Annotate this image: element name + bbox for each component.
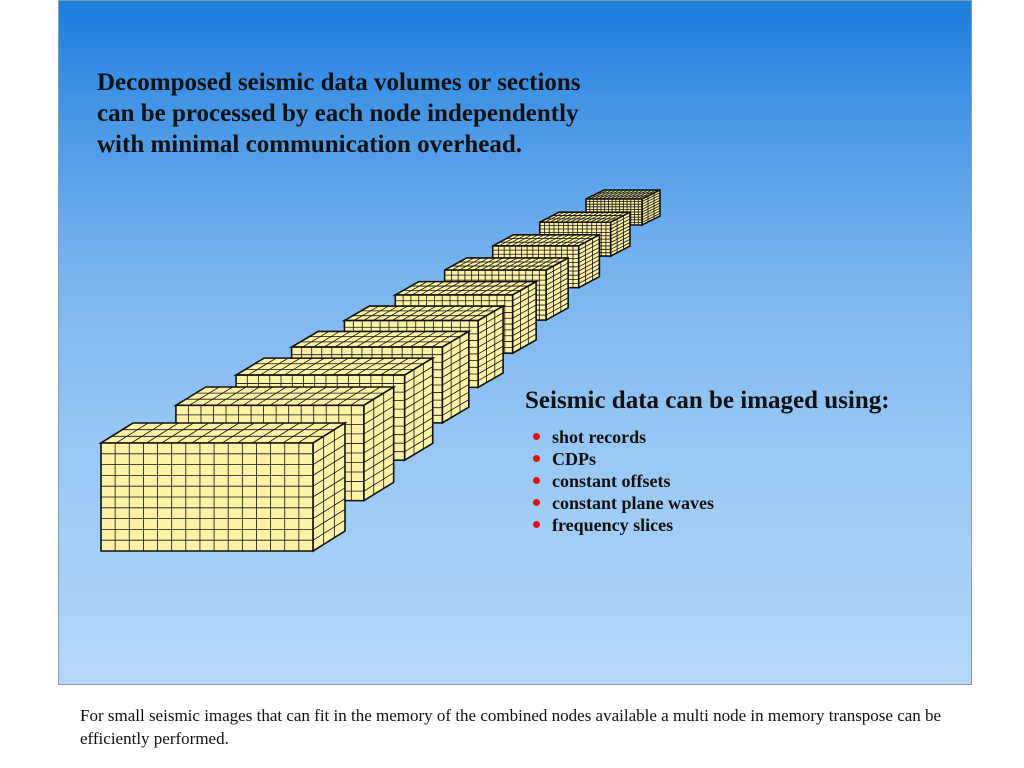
bullet-dot-icon — [533, 521, 540, 528]
headline-line: with minimal communication overhead. — [97, 131, 522, 158]
list-item: frequency slices — [533, 514, 714, 536]
list-item: CDPs — [533, 448, 714, 470]
list-item: shot records — [533, 426, 714, 448]
list-item-label: constant offsets — [552, 471, 671, 491]
slide-headline: Decomposed seismic data volumes or secti… — [97, 67, 581, 160]
data-volume-block — [98, 421, 348, 553]
bullet-dot-icon — [533, 455, 540, 462]
list-item-label: CDPs — [552, 449, 596, 469]
list-item-label: frequency slices — [552, 515, 674, 535]
bullet-dot-icon — [533, 499, 540, 506]
slide-panel: Decomposed seismic data volumes or secti… — [58, 0, 972, 685]
slide-caption: For small seismic images that can fit in… — [80, 706, 942, 748]
list-item: constant plane waves — [533, 492, 714, 514]
list-item-label: constant plane waves — [552, 493, 715, 513]
data-volume-blocks — [98, 188, 661, 553]
list-item-label: shot records — [552, 427, 647, 447]
imaging-methods-title: Seismic data can be imaged using: — [525, 387, 890, 414]
imaging-methods-list: shot records CDPs constant offsets const… — [533, 426, 714, 536]
headline-line: can be processed by each node independen… — [97, 100, 579, 127]
bullet-dot-icon — [533, 433, 540, 440]
headline-line: Decomposed seismic data volumes or secti… — [97, 69, 581, 96]
list-item: constant offsets — [533, 470, 714, 492]
bullet-dot-icon — [533, 477, 540, 484]
